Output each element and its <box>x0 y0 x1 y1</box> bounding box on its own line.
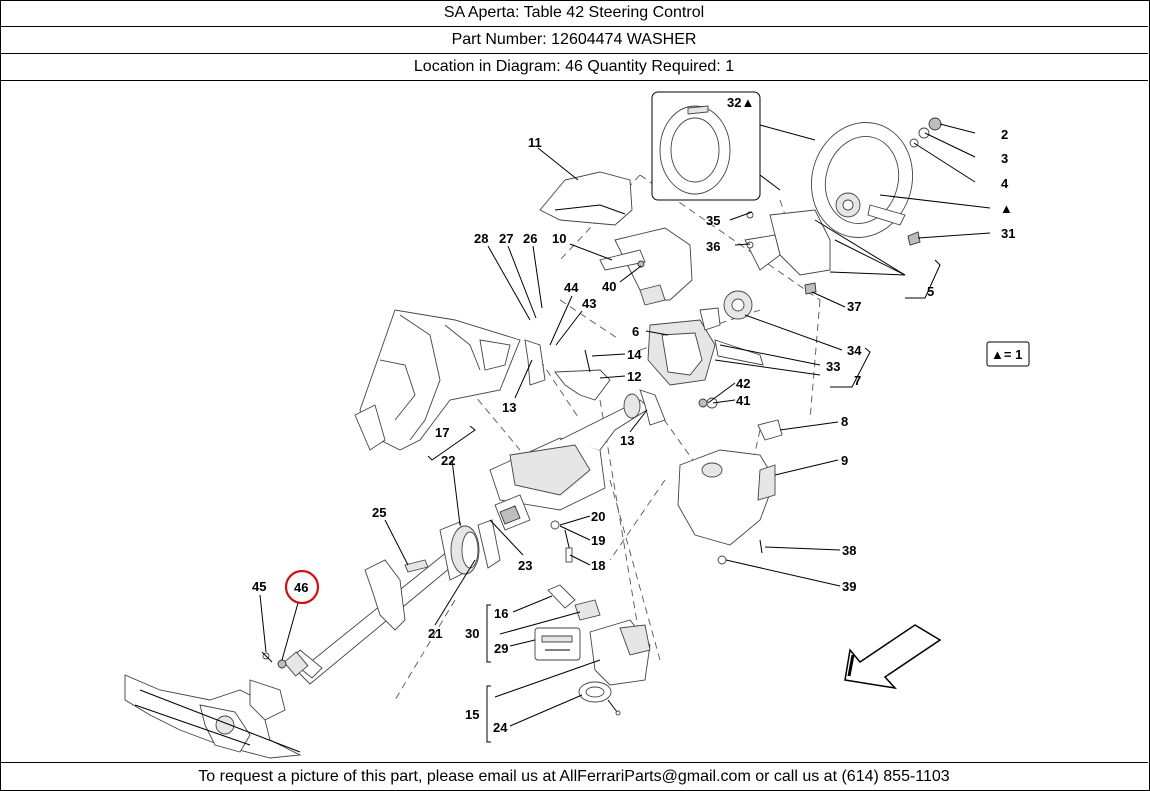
legend-box <box>986 341 1030 367</box>
callout-35: 35 <box>706 213 720 228</box>
callout-16: 16 <box>494 606 508 621</box>
callout-30: 30 <box>465 626 479 641</box>
legend-text: ▲= 1 <box>991 347 1022 362</box>
ignition-lock-drawing <box>534 584 651 716</box>
callout-45: 45 <box>252 579 266 594</box>
callout-31: 31 <box>1001 226 1015 241</box>
callout-15: 15 <box>465 707 479 722</box>
callout-13-right: 13 <box>620 433 634 448</box>
upper-shroud-drawing <box>539 171 693 306</box>
callout-2: 2 <box>1001 127 1008 142</box>
callout-triangle: ▲ <box>1000 201 1013 216</box>
diagram-title: SA Aperta: Table 42 Steering Control <box>0 0 1148 27</box>
callout-40: 40 <box>602 279 616 294</box>
callout-42: 42 <box>736 376 750 391</box>
callout-20: 20 <box>591 509 605 524</box>
callout-11: 11 <box>528 135 542 150</box>
leader-lines <box>259 123 991 727</box>
direction-arrow <box>844 624 942 690</box>
callout-25: 25 <box>372 505 386 520</box>
callout-29: 29 <box>494 641 508 656</box>
callout-10: 10 <box>552 231 566 246</box>
callout-46: 46 <box>294 580 308 595</box>
steering-rack-drawing <box>124 674 302 759</box>
callout-labels: 2 3 4 ▲ 31 5 37 34 33 7 42 41 8 9 38 39 … <box>252 95 1015 735</box>
callout-39: 39 <box>842 579 856 594</box>
exploded-steering-diagram: ▲= 1 <box>124 91 1030 759</box>
callout-3: 3 <box>1001 151 1008 166</box>
callout-19: 19 <box>591 533 605 548</box>
callout-41: 41 <box>736 393 750 408</box>
callout-23: 23 <box>518 558 532 573</box>
callout-43: 43 <box>582 296 596 311</box>
callout-33: 33 <box>826 359 840 374</box>
callout-34: 34 <box>847 343 862 358</box>
callout-28: 28 <box>474 231 488 246</box>
callout-17: 17 <box>435 425 449 440</box>
part-number-line: Part Number: 12604474 WASHER <box>0 27 1148 54</box>
callout-44: 44 <box>564 280 579 295</box>
callout-7: 7 <box>854 373 861 388</box>
callout-12: 12 <box>627 369 641 384</box>
callout-21: 21 <box>428 626 442 641</box>
callout-4: 4 <box>1001 176 1009 191</box>
highlight-circle-46 <box>284 569 320 605</box>
callout-9: 9 <box>841 453 848 468</box>
callout-26: 26 <box>523 231 537 246</box>
callout-8: 8 <box>841 414 848 429</box>
callout-5: 5 <box>927 284 934 299</box>
callout-27: 27 <box>499 231 513 246</box>
callout-6: 6 <box>632 324 639 339</box>
location-line: Location in Diagram: 46 Quantity Require… <box>0 54 1148 81</box>
callout-18: 18 <box>591 558 605 573</box>
callout-37: 37 <box>847 299 861 314</box>
callout-36: 36 <box>706 239 720 254</box>
callout-13-left: 13 <box>502 400 516 415</box>
callout-24: 24 <box>493 720 508 735</box>
lower-shaft-drawing <box>261 519 501 685</box>
lower-cover-drawing <box>677 419 783 565</box>
callout-32: 32▲ <box>727 95 754 110</box>
steering-column-drawing <box>489 290 764 563</box>
steering-wheel-drawing <box>651 91 942 295</box>
contact-footer: To request a picture of this part, pleas… <box>0 762 1148 790</box>
chassis-frame-drawing <box>354 309 521 451</box>
parts-diagram: ▲= 1 <box>0 82 1148 761</box>
callout-38: 38 <box>842 543 856 558</box>
group-brackets <box>427 259 941 743</box>
callout-14: 14 <box>627 347 642 362</box>
callout-22: 22 <box>441 453 455 468</box>
